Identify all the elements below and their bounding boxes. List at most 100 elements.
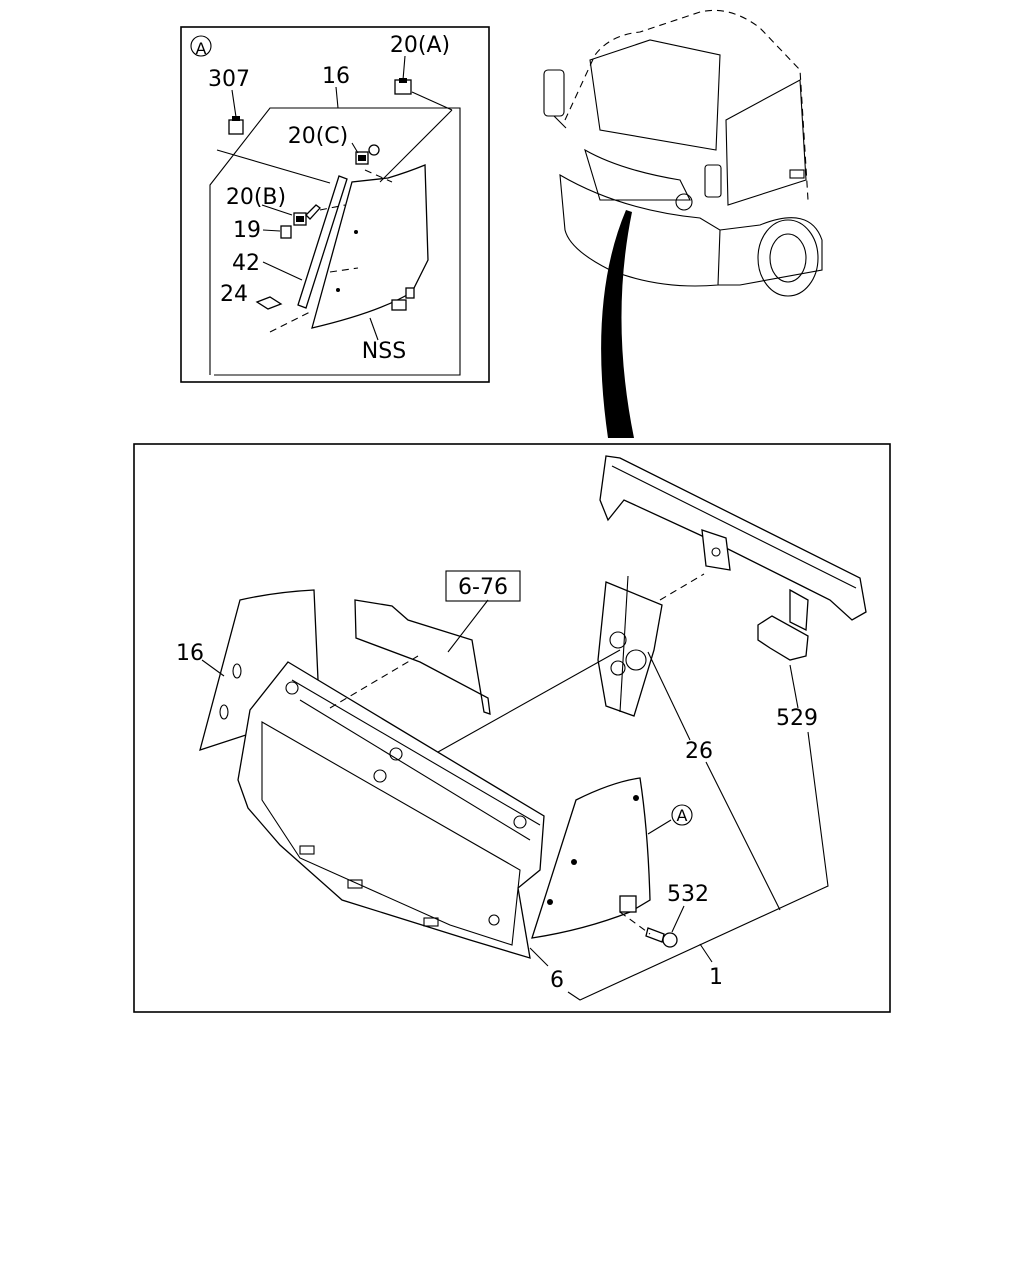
reinforcement-hole [610,660,626,676]
panel-slot [299,845,315,855]
weatherstrip [297,175,348,309]
front-panel-ledge [299,699,531,841]
quarter-glass-main [531,777,651,939]
label-20b: 20(B) [226,185,286,210]
assembly-line [619,911,651,935]
label-nss: NSS [362,339,406,364]
leader-1 [699,943,713,963]
leader-1-link [705,761,781,911]
leader-529 [789,664,799,709]
quarter-glass [311,164,429,329]
glass-hole [633,795,639,801]
panel-hole [389,747,403,761]
marker-a: A [677,806,688,825]
glass-bracket [619,895,637,913]
pad-24 [255,296,283,310]
side-window-outline [725,79,807,206]
label-20a: 20(A) [390,33,450,58]
leader-16 [201,659,225,677]
leader-6 [529,947,549,967]
right-mirror [704,164,722,198]
bracket-hole [711,547,721,557]
clip-20a [394,78,412,95]
glass-hole [336,288,340,292]
left-mirror-arm [553,115,567,129]
main-frame [133,443,891,1013]
label-1: 1 [709,965,723,990]
assembly-line [364,169,393,183]
assembly-line [329,267,359,273]
label-532: 532 [667,882,709,907]
clip-307 [228,116,244,135]
glass-clip [405,287,415,299]
bracket-529-upper [789,588,809,632]
inset-frame [180,26,490,383]
glass-hole [232,663,242,679]
corner-lamp [675,193,693,211]
marker-a-circle [671,804,693,826]
insulator-pad [354,599,491,715]
leader-26-a [437,649,621,753]
cross-member [599,455,867,621]
label-19: 19 [233,218,261,243]
cab-roof-outline [564,9,809,201]
leader-6-76 [447,599,489,653]
reinforcement-hole [625,649,647,671]
front-wheel [757,219,819,297]
assembly-line [379,109,453,183]
label-529: 529 [776,706,818,731]
label-20c: 20(C) [288,124,349,149]
assembly-line [659,573,705,601]
leader-20c-line [351,142,359,154]
ref-box [445,570,521,602]
leader-16-line [335,86,339,109]
leader-a [647,819,672,835]
label-6: 6 [550,968,564,993]
panel-slot [423,917,439,927]
left-mirror [543,69,565,117]
grille-outline [584,148,691,201]
fastener-20c [355,144,380,165]
seal-19 [280,225,292,239]
glass-hole [547,899,553,905]
front-panel-6 [237,661,545,959]
glass-bracket [391,299,407,311]
assembly-line [411,91,453,111]
panel-hole [488,914,500,926]
assembly-line [319,204,346,211]
label-6-76: 6-76 [458,575,508,600]
leader-20a-line [402,55,406,81]
reinforcement-edge [619,575,629,713]
assembly-line [329,655,419,709]
truck-cab-locator [543,9,823,438]
main-diagram: 6-76 16 529 26 A 532 1 6 [133,443,891,1013]
leader-20b-line [261,204,293,216]
leader-26-b [647,651,691,741]
cab-lower-side [718,217,823,286]
cross-member-bracket [701,529,731,571]
leader-42-line [262,261,303,281]
label-16: 16 [322,64,350,89]
reinforcement-26 [597,581,663,717]
front-panel-ledge [291,679,541,826]
leader-307 [216,149,331,184]
door-handle [789,169,805,179]
front-wheel-hub [769,233,807,283]
leader-1-frame [567,731,829,1001]
leader-532 [671,905,685,933]
label-26: 26 [685,739,713,764]
detail-a-marker: A [196,39,207,58]
leader-307-line [231,89,237,118]
label-24: 24 [220,282,248,307]
glass-hole [219,704,229,720]
leader-19-line [262,229,281,232]
label-307: 307 [208,67,250,92]
detail-a-marker-circle [190,35,212,57]
fastener-20b [293,204,321,226]
label-42: 42 [232,251,260,276]
label-16-main: 16 [176,641,204,666]
assembly-line [269,311,311,333]
reinforcement-hole [609,631,627,649]
cross-member-edge [611,465,857,589]
